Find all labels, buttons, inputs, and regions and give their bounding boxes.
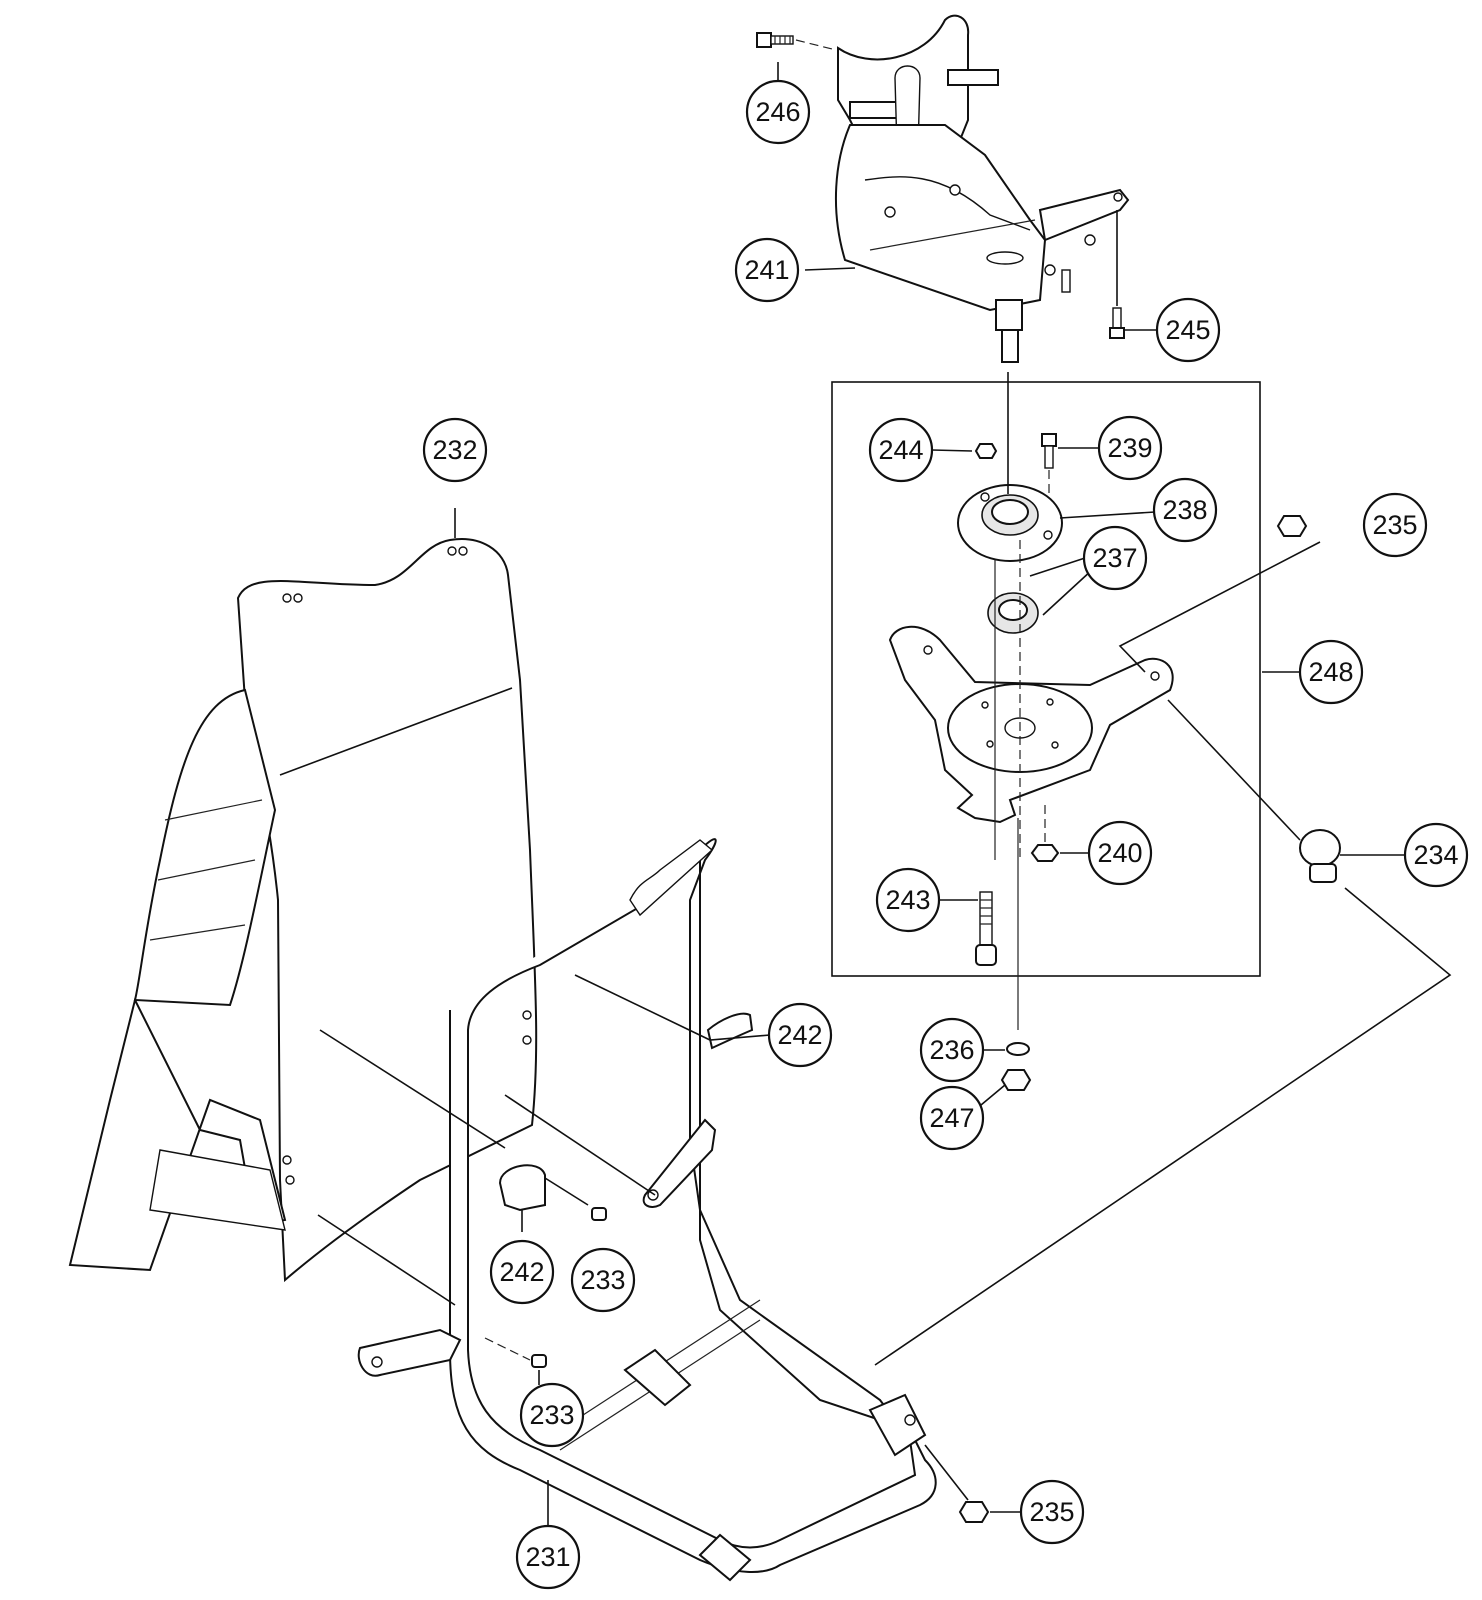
callout-c232: 232 — [422, 417, 488, 483]
callout-label: 233 — [580, 1265, 625, 1295]
callout-circle — [1155, 297, 1221, 363]
part-243-bolt — [975, 891, 997, 966]
part-231-frame — [357, 838, 937, 1582]
callout-label: 238 — [1162, 495, 1207, 525]
callout-circle — [515, 1524, 581, 1590]
callout-circle — [570, 1247, 636, 1313]
callout-label: 235 — [1372, 510, 1417, 540]
callout-c239: 239 — [1097, 415, 1163, 481]
callout-circle — [422, 417, 488, 483]
callout-c231: 231 — [515, 1524, 581, 1590]
callout-circle — [1087, 820, 1153, 886]
callout-circle — [919, 1017, 985, 1083]
assembly-248-box — [831, 381, 1261, 977]
callout-c246: 246 — [745, 79, 811, 145]
callout-label: 247 — [929, 1103, 974, 1133]
part-236-washer — [1006, 1042, 1030, 1056]
part-246-bolt — [756, 32, 794, 48]
callout-c235a: 235 — [1362, 492, 1428, 558]
callout-label: 240 — [1097, 838, 1142, 868]
callout-circle — [1019, 1479, 1085, 1545]
part-241-mount-bracket — [834, 14, 1130, 363]
callout-c244: 244 — [868, 417, 934, 483]
callout-label: 242 — [499, 1257, 544, 1287]
callout-c235b: 235 — [1019, 1479, 1085, 1545]
part-234-knob — [1299, 829, 1341, 883]
callout-circle — [519, 1382, 585, 1448]
callout-circle — [1403, 822, 1469, 888]
callout-label: 234 — [1413, 840, 1458, 870]
callout-c242b: 242 — [489, 1239, 555, 1305]
callout-label: 235 — [1029, 1497, 1074, 1527]
part-247-nut — [1000, 1069, 1032, 1091]
callout-c238: 238 — [1152, 477, 1218, 543]
callout-circle — [734, 237, 800, 303]
callout-label: 243 — [885, 885, 930, 915]
callout-circle — [1097, 415, 1163, 481]
callout-circle — [1082, 525, 1148, 591]
callout-label: 239 — [1107, 433, 1152, 463]
part-233-screw-lower — [531, 1354, 547, 1368]
callout-circle — [919, 1085, 985, 1151]
callout-c234: 234 — [1403, 822, 1469, 888]
callout-c247: 247 — [919, 1085, 985, 1151]
callout-label: 236 — [929, 1035, 974, 1065]
part-240-nut — [1030, 844, 1060, 862]
callout-label: 237 — [1092, 543, 1137, 573]
callout-c241: 241 — [734, 237, 800, 303]
part-238-flange-bearing — [957, 484, 1063, 562]
callout-circle — [767, 1002, 833, 1068]
part-239-bolt — [1041, 433, 1057, 469]
part-233-screw-upper — [591, 1207, 607, 1221]
part-242-clamp-right — [706, 1012, 754, 1050]
part-244-nut — [974, 443, 998, 459]
callout-circle — [875, 867, 941, 933]
part-242-clamp-lower — [498, 1164, 546, 1212]
callout-circle — [1362, 492, 1428, 558]
callout-circle — [745, 79, 811, 145]
callout-circle — [489, 1239, 555, 1305]
callout-c237: 237 — [1082, 525, 1148, 591]
callout-label: 242 — [777, 1020, 822, 1050]
callout-c236: 236 — [919, 1017, 985, 1083]
callout-label: 248 — [1308, 657, 1353, 687]
callout-label: 232 — [432, 435, 477, 465]
part-235-nut-top — [1276, 515, 1308, 537]
callout-c240: 240 — [1087, 820, 1153, 886]
callout-circle — [1152, 477, 1218, 543]
callout-c233a: 233 — [570, 1247, 636, 1313]
callout-c242a: 242 — [767, 1002, 833, 1068]
part-235-nut-bottom — [958, 1501, 990, 1523]
callout-c245: 245 — [1155, 297, 1221, 363]
callout-label: 241 — [744, 255, 789, 285]
callout-label: 233 — [529, 1400, 574, 1430]
callout-label: 246 — [755, 97, 800, 127]
callout-c248: 248 — [1298, 639, 1364, 705]
callout-label: 245 — [1165, 315, 1210, 345]
callout-label: 244 — [878, 435, 923, 465]
callout-c233b: 233 — [519, 1382, 585, 1448]
callout-circle — [1298, 639, 1364, 705]
callout-layer: 246 241 245 232 244 239 238 237 235 248 234 240 243 2… — [422, 79, 1469, 1590]
callout-c243: 243 — [875, 867, 941, 933]
callout-label: 231 — [525, 1542, 570, 1572]
part-245-bolt — [1109, 307, 1125, 339]
callout-circle — [868, 417, 934, 483]
